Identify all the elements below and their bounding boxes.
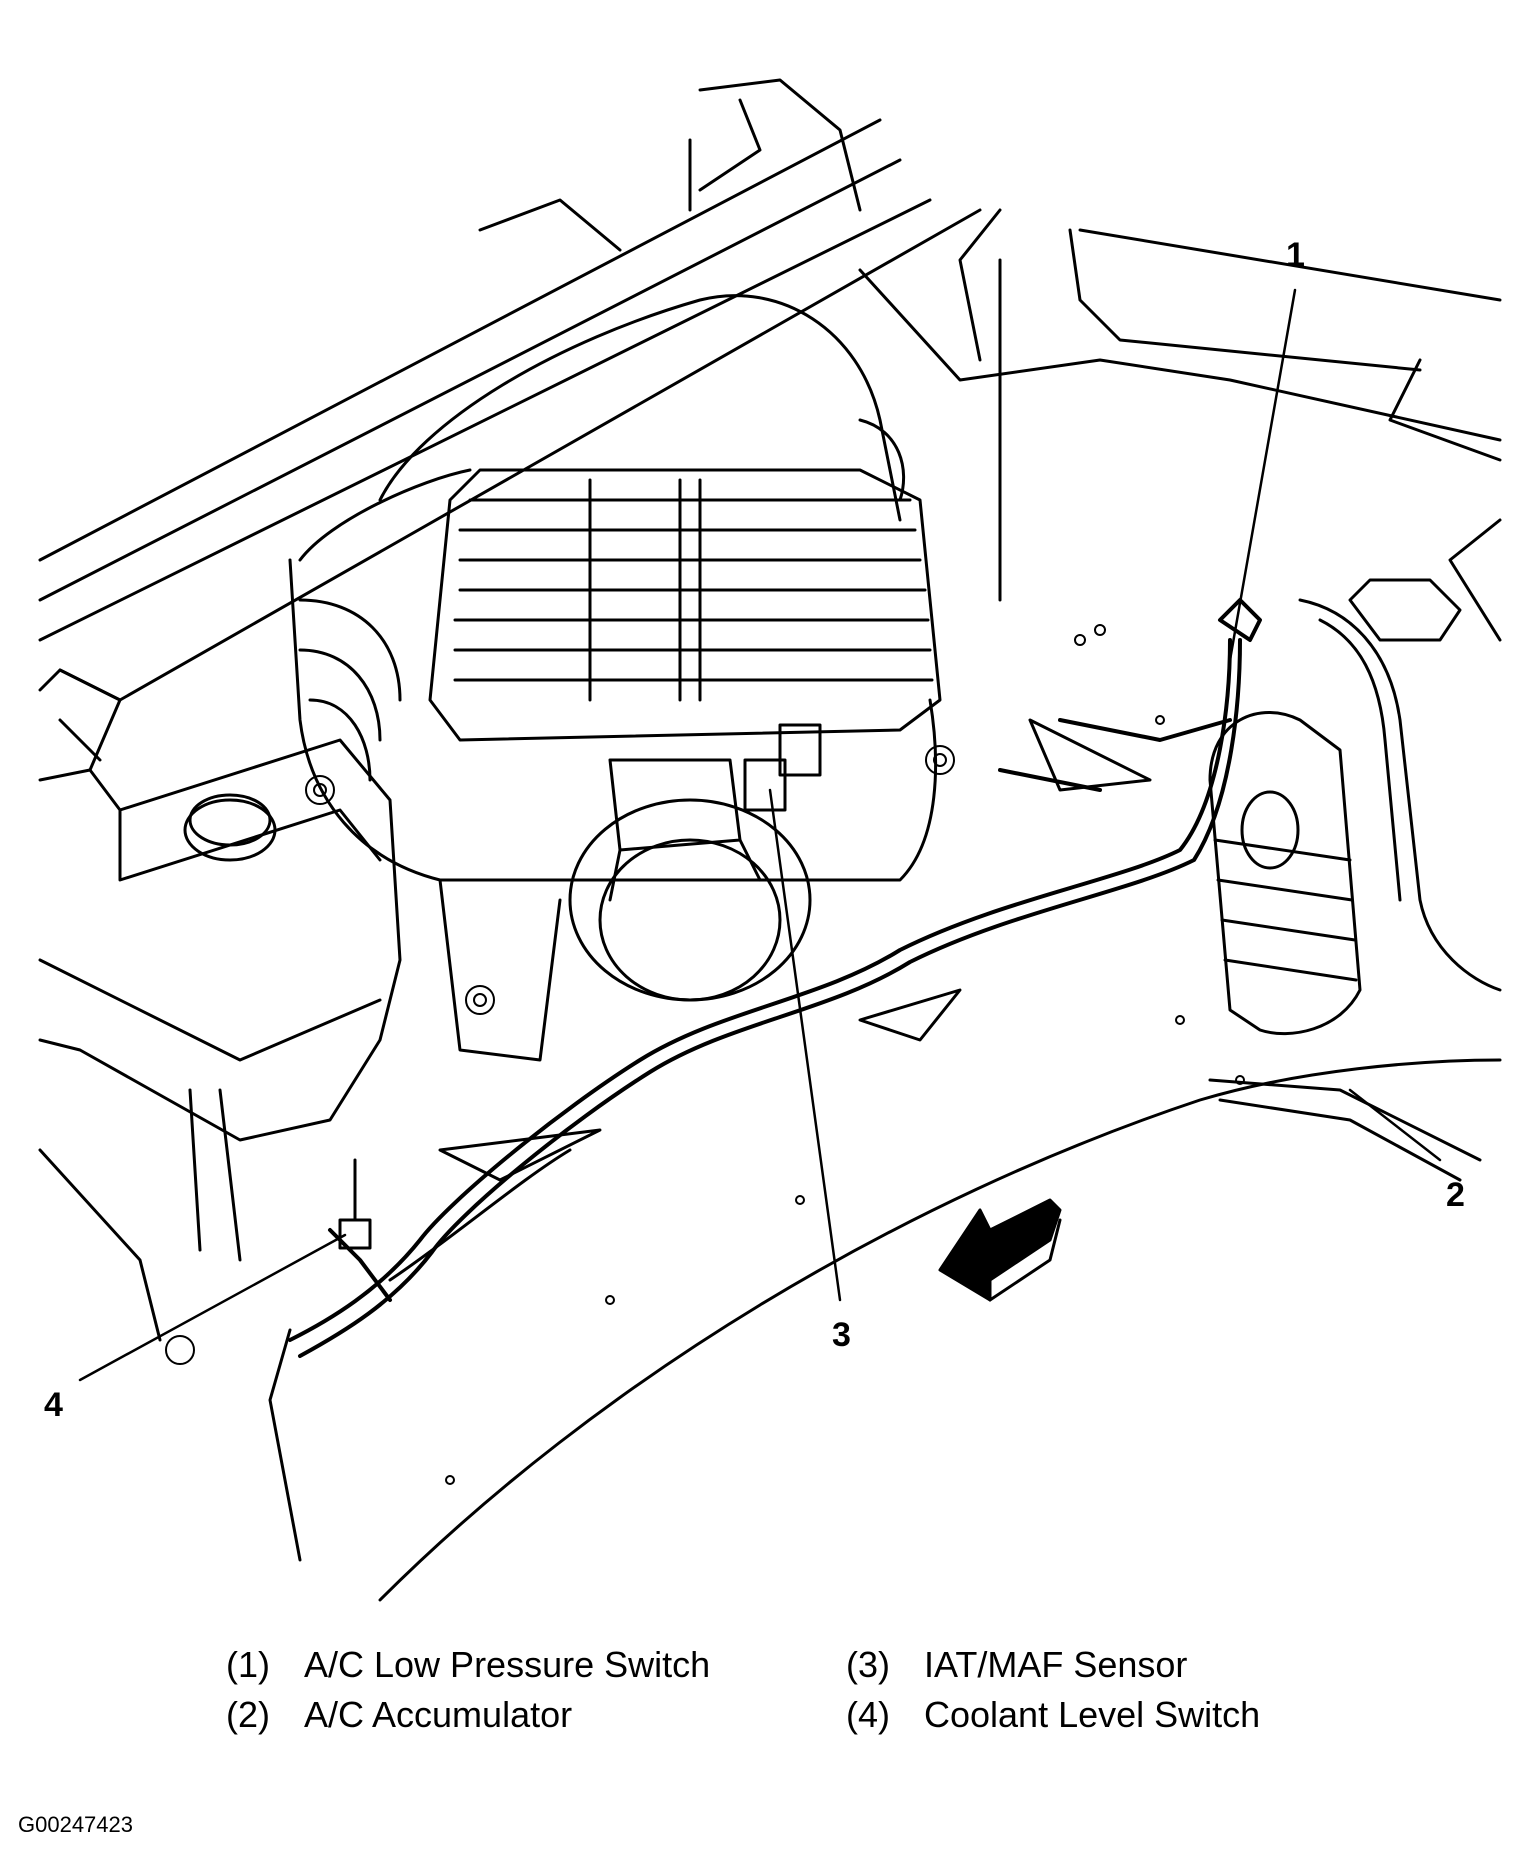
air-cleaner-housing: [288, 294, 942, 1062]
callout-3: 3: [832, 1316, 851, 1354]
callout-4: 4: [44, 1386, 63, 1424]
fender-rails: [38, 78, 982, 702]
fasteners: [165, 624, 1245, 1485]
figure-id: G00247423: [18, 1812, 133, 1837]
forward-direction-arrow: [938, 1198, 1062, 1302]
coolant-level-switch: [338, 1158, 372, 1250]
wiring-harness: [288, 598, 1262, 1358]
coolant-reservoir: [38, 668, 402, 1342]
ac-accumulator: [1208, 578, 1502, 1036]
maf-sensor: [568, 723, 822, 1002]
apron-panels: [268, 718, 1502, 1602]
callout-2: 2: [1446, 1176, 1465, 1214]
leader-lines: [78, 288, 1442, 1382]
firewall: [858, 208, 1502, 642]
callout-1: 1: [1286, 236, 1305, 274]
